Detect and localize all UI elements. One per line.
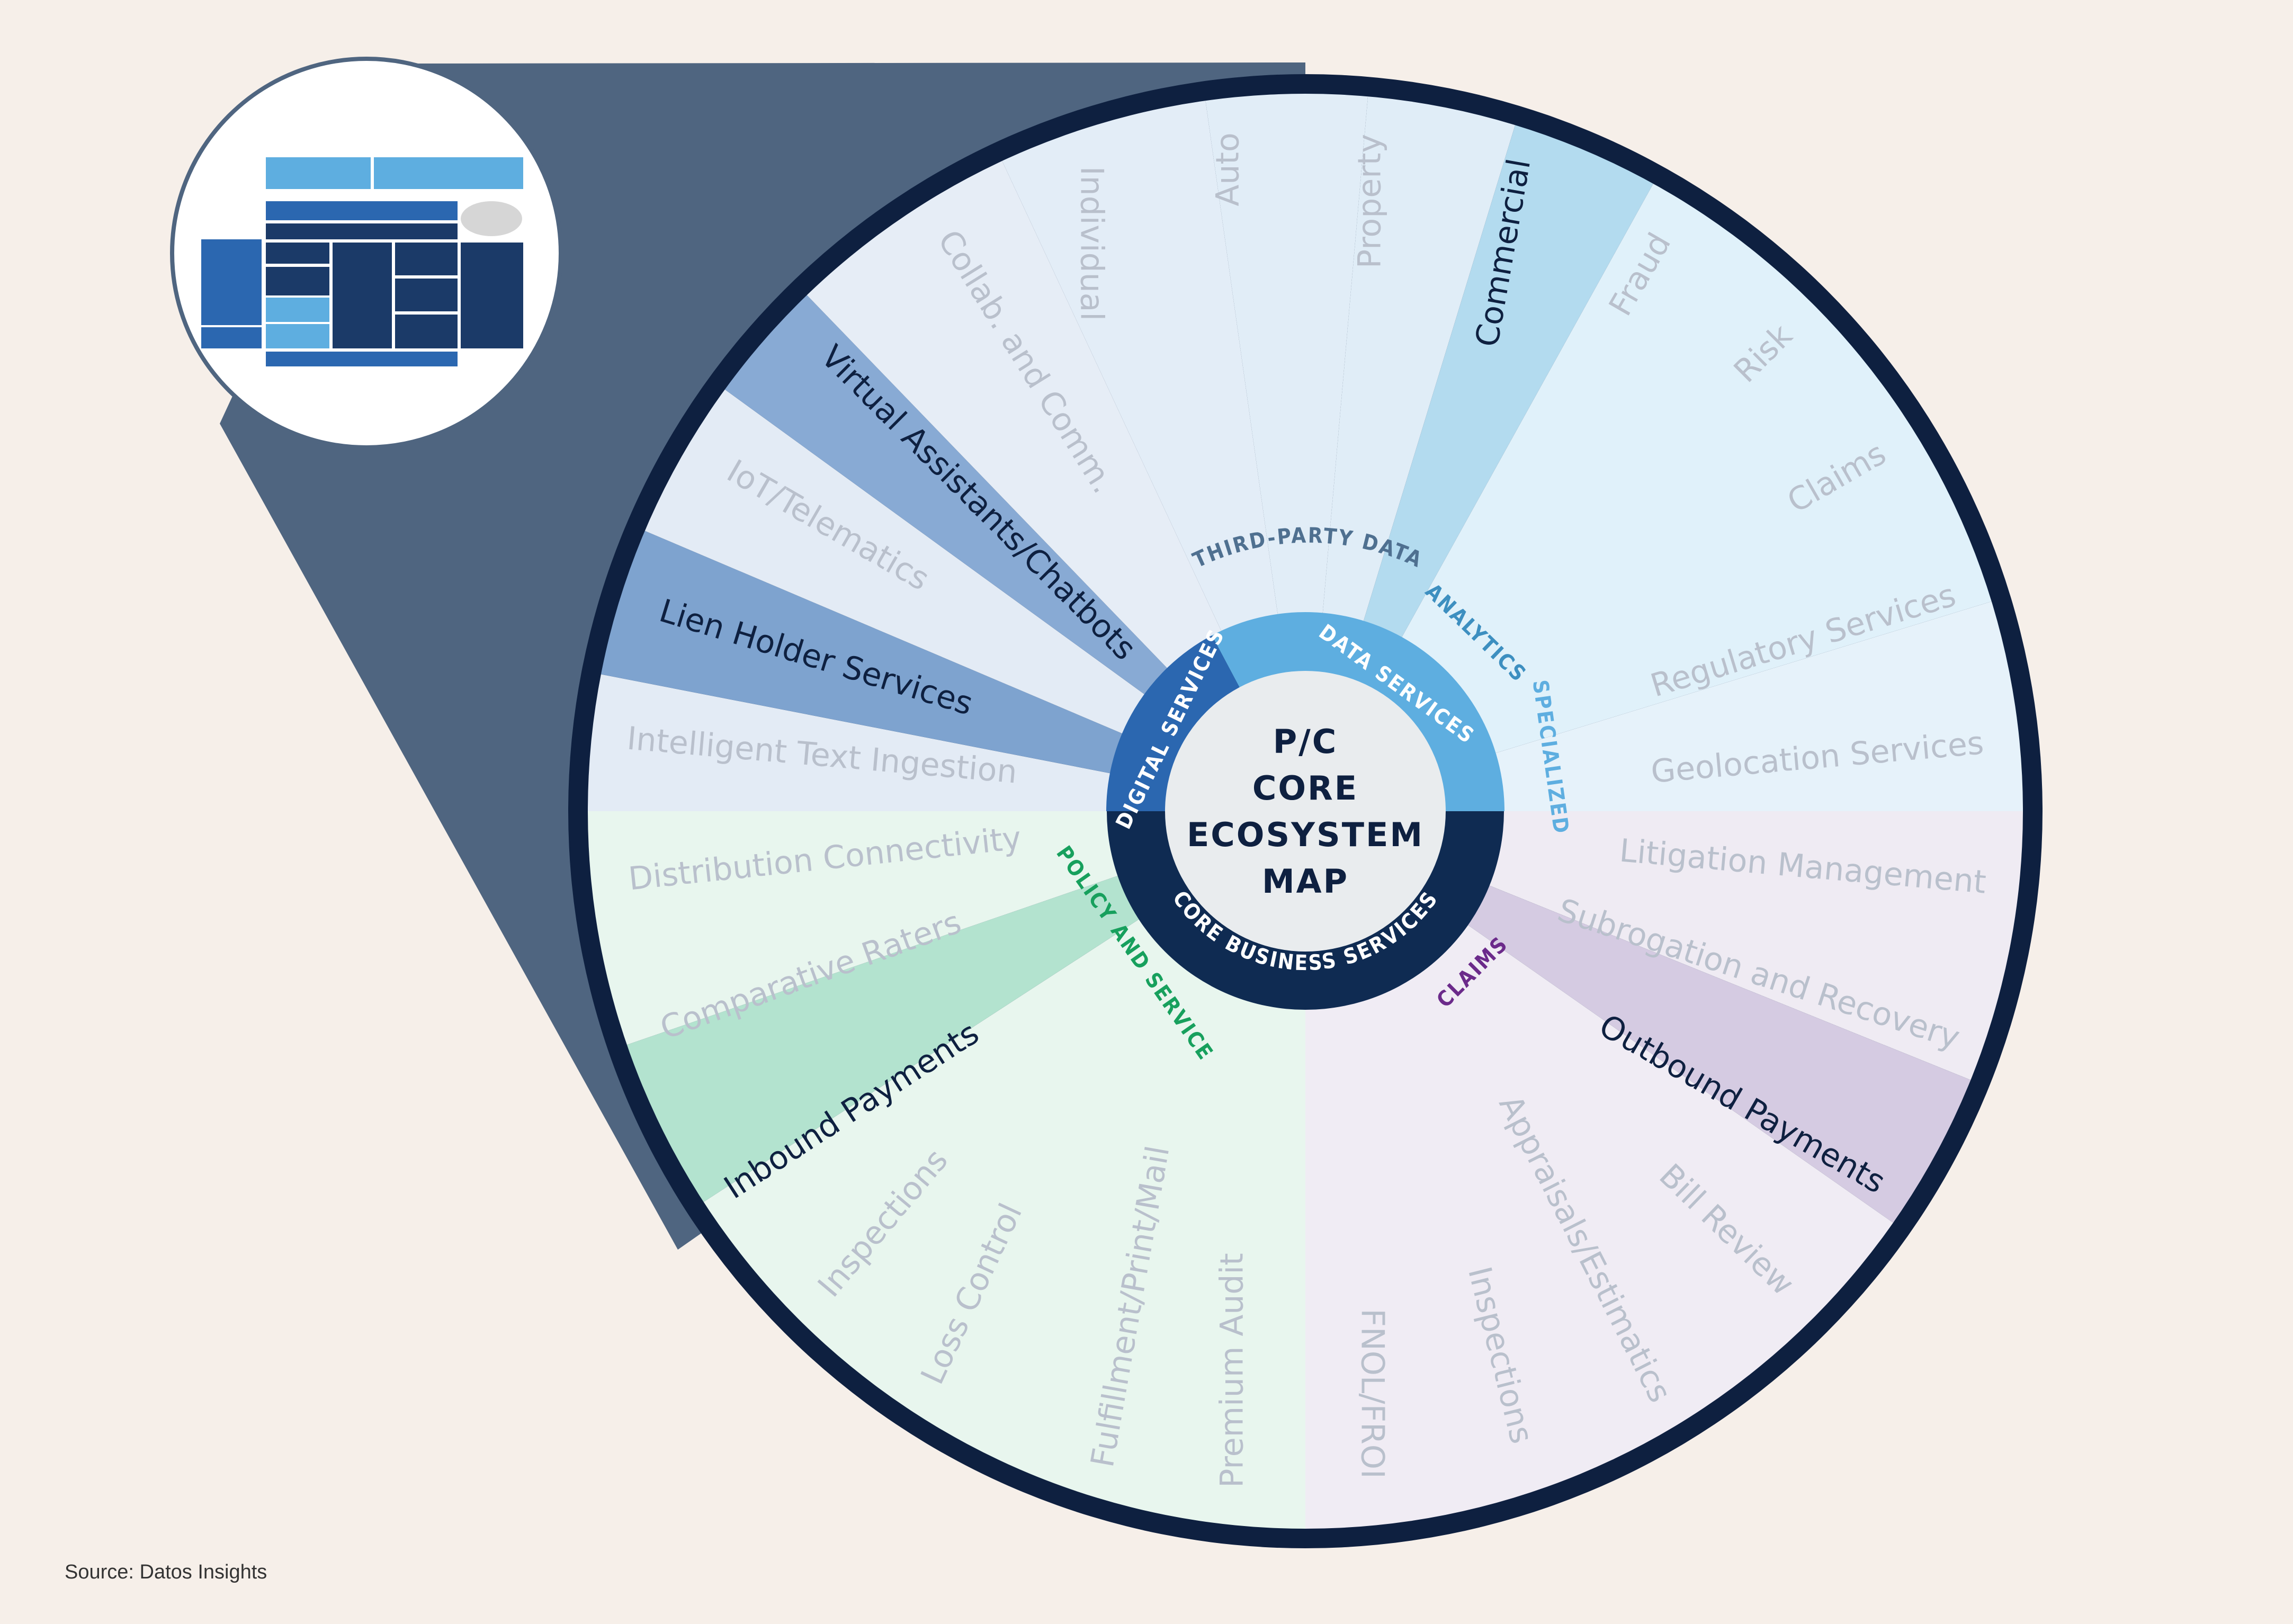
source-note: Source: Datos Insights [65,1561,267,1583]
wedge-policy-upper [588,811,1156,1053]
digital-services-ring [1106,635,1240,811]
wedge-lien-holder [588,521,1159,781]
wedge-analytics [1382,163,2014,765]
center-title-line4: MAP [1262,862,1349,901]
center-title-line3: ECOSYSTEM [1187,815,1424,854]
wedge-outbound [1435,871,1993,1237]
wedge-auto [1202,94,1371,654]
data-services-ring [1212,612,1504,811]
label-property: Property [1351,134,1389,268]
center-disc [1165,671,1446,952]
thumbnail-icon [170,57,563,450]
label-premium-audit: Premium Audit [1214,1253,1251,1487]
wedge-collab [790,139,1239,697]
wheel-segments [588,94,2023,1529]
center-title-line2: CORE [1252,769,1358,807]
center-title-line1: P/C [1273,722,1338,761]
wedge-commercial [1351,102,1665,672]
hub: DATA SERVICES DIGITAL SERVICES CORE BUSI… [1106,612,1504,1010]
wedge-iot [623,375,1177,749]
label-fnol-froi: FNOL/FROI [1354,1308,1391,1478]
wedge-virtual-assistants [705,277,1195,718]
wedge-policy-lower [683,898,1305,1529]
wedge-property [1319,94,1522,660]
wedge-inbound [604,863,1172,1215]
label-auto: Auto [1210,132,1247,206]
wedge-specialized [1457,594,2023,811]
wedge-intelligent-text [588,669,1150,811]
wedge-litigation-subrogation [1453,811,2023,1089]
label-individual: Individual [1073,166,1110,321]
wedge-individual [992,94,1284,668]
